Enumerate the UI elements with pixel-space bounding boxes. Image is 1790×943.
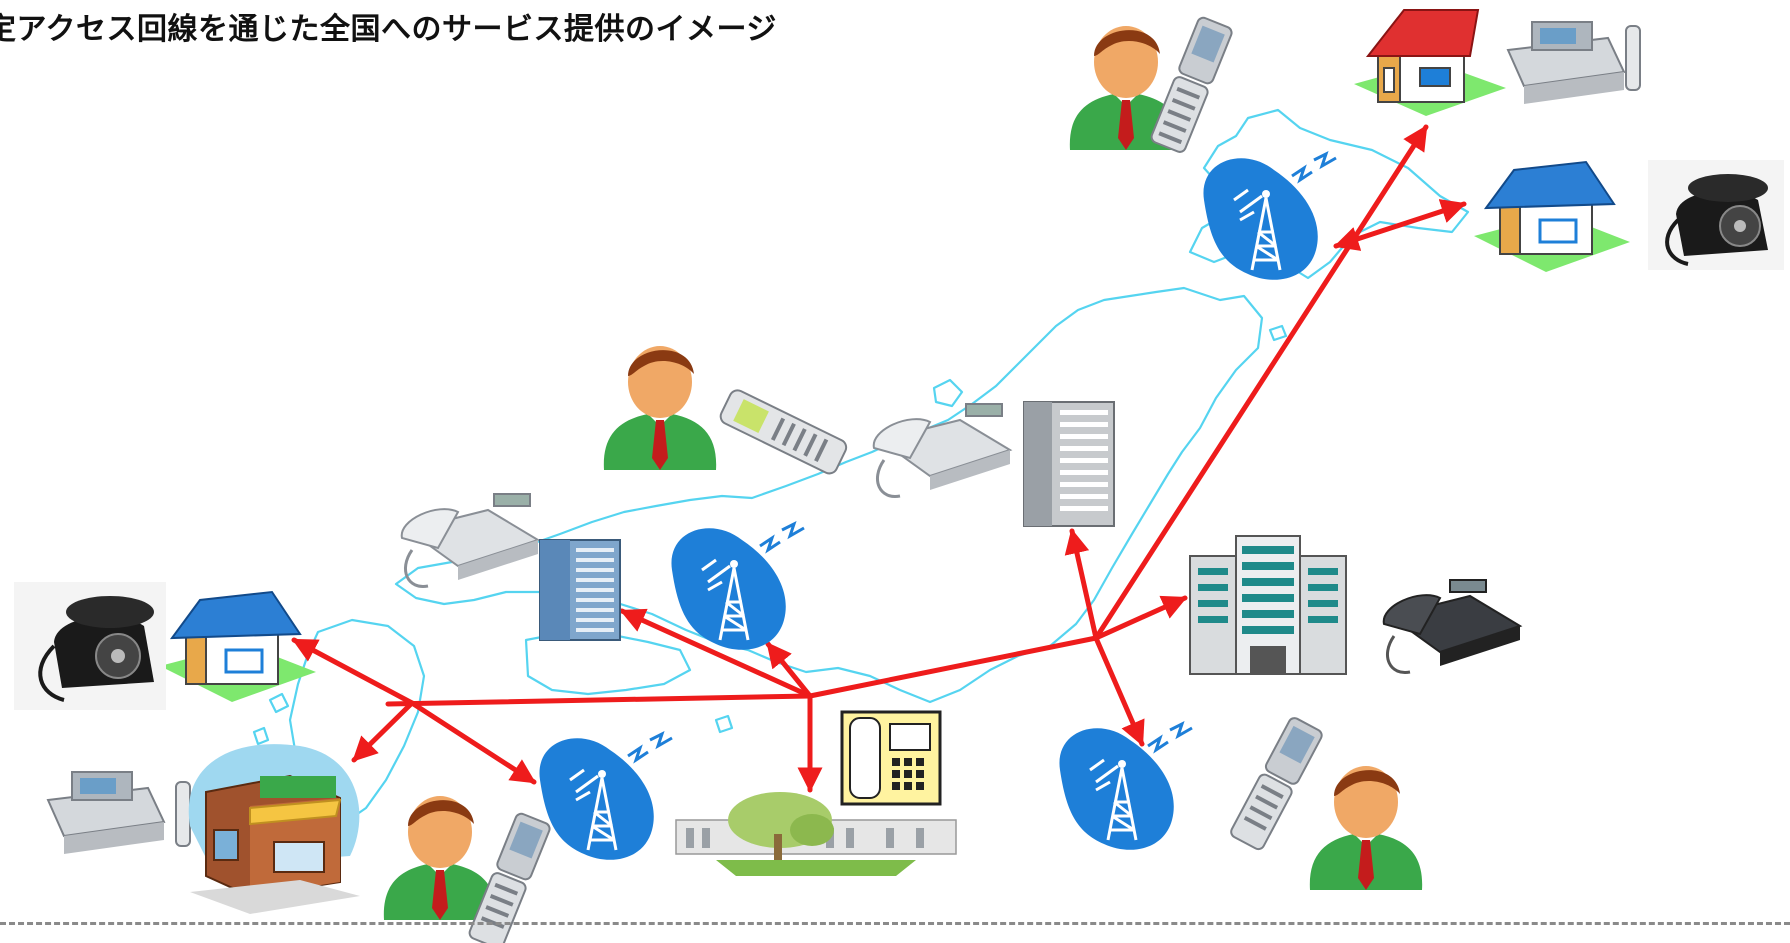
payphone-icon [840,710,942,806]
mobile-phone-icon [719,389,848,475]
network-links [291,124,1467,793]
house-icon [160,590,316,702]
radio-tower-icon [1059,721,1193,850]
office-building-icon [539,539,621,641]
link-to-building-c [1064,528,1099,641]
person-icon [1309,766,1423,890]
person-icon [603,346,717,470]
office-building-icon [1023,401,1115,527]
islet-2 [252,726,270,746]
desk-phone-icon [1382,579,1523,674]
rotary-phone-icon [1648,160,1784,270]
link-to-tower-c [765,641,813,699]
islet-1 [268,692,290,714]
backbone-center [807,635,1099,699]
desk-phone-icon [400,493,541,588]
office-building-icon [1189,535,1347,675]
link-to-tower-sw [409,700,537,785]
link-to-building-e [1093,595,1188,641]
radio-tower-icon [539,731,673,860]
house-icon [1354,9,1506,116]
shikoku-outline [524,630,692,696]
telephone-exchange-icon [675,792,957,876]
shop-icon [188,744,360,914]
radio-tower-icon [671,521,805,650]
fax-machine-icon [46,771,191,854]
mobile-phone-icon [468,812,551,943]
desk-phone-icon [872,403,1013,498]
link-to-tower-se [1093,635,1145,747]
islet-5 [714,714,734,734]
bottom-dashed-rule [0,922,1790,925]
islet-6 [1268,324,1288,342]
link-hokkaido-bi [1333,199,1467,251]
sado-outline [932,378,964,408]
house-icon [1474,160,1630,272]
link-to-house-west [291,637,415,706]
link-to-shop [351,700,415,763]
fax-machine-icon [1506,21,1641,104]
radio-tower-icon [1203,151,1337,280]
mobile-phone-icon [1150,16,1233,153]
link-to-building-w [619,608,813,699]
diagram-title: 定アクセス回線を通じた全国へのサービス提供のイメージ [0,12,777,47]
rotary-phone-icon [14,582,166,710]
backbone-west [385,693,813,707]
person-icon [383,796,497,920]
mobile-phone-icon [1230,717,1323,851]
